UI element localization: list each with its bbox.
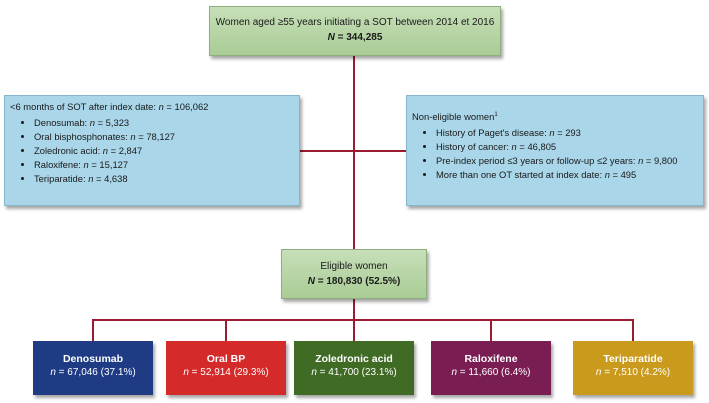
connector-drop-zoledronic	[353, 319, 355, 341]
connector-eligible-vertical	[353, 299, 355, 319]
list-item-label: Pre-index period ≤3 years or follow-up ≤…	[436, 155, 639, 166]
treatment-box-teriparatide: Teriparatide n = 7,510 (4.2%)	[573, 341, 693, 395]
connector-drop-denosumab	[92, 319, 94, 341]
list-item: Raloxifene: n = 15,127	[34, 158, 299, 172]
list-item-value: = 15,127	[88, 159, 129, 170]
excluded-short-sot-n-label: n	[158, 101, 164, 112]
treatment-n-label: n	[311, 367, 317, 378]
list-item-n: n	[102, 145, 109, 156]
list-item: Pre-index period ≤3 years or follow-up ≤…	[436, 154, 703, 168]
list-item-label: Oral bisphosphonates:	[34, 131, 131, 142]
initial-cohort-description: Women aged ≥55 years initiating a SOT be…	[215, 17, 495, 28]
list-item-label: History of cancer:	[436, 141, 512, 152]
connector-drop-raloxifene	[490, 319, 492, 341]
excluded-short-sot-n-value: = 106,062	[163, 101, 209, 112]
non-eligible-header-text: Non-eligible women	[412, 111, 495, 122]
excluded-short-sot-list: Denosumab: n = 5,323 Oral bisphosphonate…	[10, 116, 299, 186]
list-item-n: n	[511, 141, 517, 152]
connector-top-vertical	[353, 56, 355, 249]
treatment-n-label: n	[183, 367, 189, 378]
treatment-n-value: = 52,914 (29.3%)	[188, 367, 269, 378]
treatment-name: Zoledronic acid	[315, 353, 393, 365]
list-item-n: n	[83, 159, 89, 170]
treatment-count: n = 41,700 (23.1%)	[294, 366, 414, 380]
treatment-n-value: = 7,510 (4.2%)	[601, 367, 671, 378]
initial-cohort-count: N = 344,285	[210, 30, 500, 45]
treatment-count: n = 11,660 (6.4%)	[431, 366, 551, 380]
list-item: More than one OT started at index date: …	[436, 168, 703, 182]
list-item-n: n	[89, 117, 95, 128]
list-item-value: = 2,847	[108, 145, 143, 156]
treatment-count: n = 67,046 (37.1%)	[33, 366, 153, 380]
treatment-box-denosumab: Denosumab n = 67,046 (37.1%)	[33, 341, 153, 395]
initial-cohort-n-label: N	[327, 32, 335, 43]
list-item-n: n	[549, 127, 555, 138]
eligible-women-label: Eligible women	[320, 261, 388, 272]
treatment-name: Denosumab	[62, 353, 124, 365]
treatment-box-zoledronic-acid: Zoledronic acid n = 41,700 (23.1%)	[294, 341, 414, 395]
treatment-n-label: n	[595, 367, 602, 378]
list-item-value: = 5,323	[94, 117, 130, 128]
list-item-label: Teriparatide:	[34, 173, 89, 184]
treatment-name: Raloxifene	[464, 353, 518, 365]
treatment-name: Oral BP	[206, 353, 246, 365]
eligible-women-box: Eligible women N = 180,830 (52.5%)	[281, 249, 427, 299]
treatment-name: Teriparatide	[603, 353, 663, 365]
treatment-count: n = 7,510 (4.2%)	[573, 366, 693, 380]
list-item-value: = 9,800	[643, 155, 678, 166]
list-item-value: = 78,127	[135, 131, 175, 142]
list-item: Denosumab: n = 5,323	[34, 116, 299, 130]
list-item-label: More than one OT started at index date:	[436, 169, 605, 180]
excluded-short-sot-box: <6 months of SOT after index date: n = 1…	[4, 95, 300, 206]
list-item: Oral bisphosphonates: n = 78,127	[34, 130, 299, 144]
connector-drop-teriparatide	[632, 319, 634, 341]
connector-right-horizontal	[354, 150, 406, 152]
list-item-value: = 4,638	[93, 173, 128, 184]
initial-cohort-box: Women aged ≥55 years initiating a SOT be…	[209, 6, 501, 56]
treatment-box-oral-bp: Oral BP n = 52,914 (29.3%)	[166, 341, 286, 395]
connector-drop-oral-bp	[225, 319, 227, 341]
non-eligible-box: Non-eligible women1 History of Paget's d…	[406, 95, 704, 206]
list-item-n: n	[130, 131, 136, 142]
eligible-n-label: N	[307, 276, 315, 287]
connector-treatments-horizontal	[92, 319, 634, 321]
list-item-label: Denosumab:	[34, 117, 90, 128]
list-item-n: n	[88, 173, 94, 184]
initial-cohort-n-value: = 344,285	[337, 32, 383, 43]
eligible-women-count: N = 180,830 (52.5%)	[282, 274, 426, 289]
connector-left-horizontal	[300, 150, 354, 152]
eligible-n-value: = 180,830 (52.5%)	[314, 276, 401, 287]
list-item-value: = 46,805	[516, 141, 557, 152]
list-item-label: History of Paget's disease:	[436, 127, 550, 138]
list-item-n: n	[638, 155, 644, 166]
non-eligible-footnote-marker: 1	[494, 111, 498, 118]
list-item-label: Zoledronic acid:	[34, 145, 103, 156]
list-item-value: = 293	[554, 127, 581, 138]
treatment-n-value: = 67,046 (37.1%)	[55, 367, 136, 378]
treatment-count: n = 52,914 (29.3%)	[166, 366, 286, 380]
list-item-value: = 495	[609, 169, 637, 180]
non-eligible-header: Non-eligible women1	[412, 110, 703, 124]
excluded-short-sot-header-text: <6 months of SOT after index date:	[10, 101, 159, 112]
treatment-box-raloxifene: Raloxifene n = 11,660 (6.4%)	[431, 341, 551, 395]
list-item: Teriparatide: n = 4,638	[34, 172, 299, 186]
treatment-n-label: n	[50, 367, 56, 378]
non-eligible-list: History of Paget's disease: n = 293 Hist…	[412, 126, 703, 182]
treatment-n-value: = 41,700 (23.1%)	[316, 367, 397, 378]
list-item: History of Paget's disease: n = 293	[436, 126, 703, 140]
list-item: Zoledronic acid: n = 2,847	[34, 144, 299, 158]
list-item-n: n	[604, 169, 610, 180]
excluded-short-sot-header: <6 months of SOT after index date: n = 1…	[10, 100, 299, 114]
list-item: History of cancer: n = 46,805	[436, 140, 703, 154]
list-item-label: Raloxifene:	[34, 159, 84, 170]
treatment-n-value: = 11,660 (6.4%)	[457, 367, 531, 378]
treatment-n-label: n	[451, 367, 458, 378]
